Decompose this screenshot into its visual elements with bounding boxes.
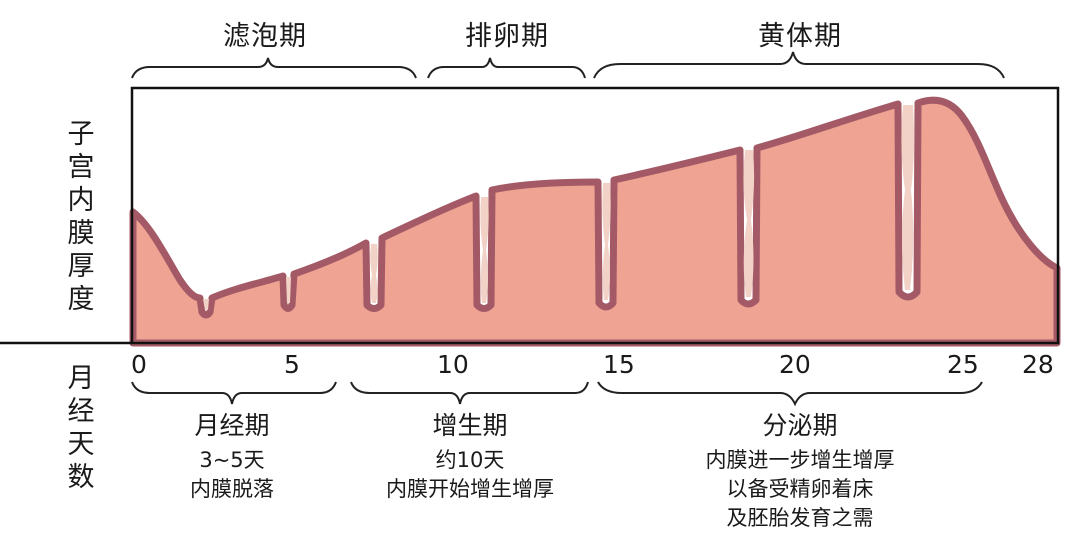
gland-7 — [901, 105, 915, 290]
endometrium-tissue — [129, 96, 1061, 347]
stage-desc-line: 以备受精卵着床 — [726, 477, 874, 501]
tick-10: 10 — [437, 350, 469, 379]
gland-lumens — [203, 105, 915, 310]
brace-secretory — [597, 381, 983, 407]
stage-title: 月经期 — [194, 411, 270, 440]
tick-0: 0 — [131, 350, 147, 379]
tick-28: 28 — [1022, 350, 1054, 379]
y-axis-label: 子宫内膜厚度 — [67, 119, 95, 315]
tick-5: 5 — [284, 350, 300, 379]
brace-proliferative — [350, 381, 589, 405]
gland-3 — [370, 244, 378, 303]
gland-5 — [602, 183, 611, 300]
stage-secretory: 分泌期 内膜进一步增生增厚 以备受精卵着床 及胚胎发育之需 — [680, 406, 920, 533]
gland-2 — [286, 277, 291, 303]
stage-desc-line: 3~5天 — [199, 448, 265, 472]
tick-25: 25 — [947, 350, 979, 379]
brace-ovulation — [427, 57, 586, 79]
phase-label-ovulation: 排卵期 — [465, 21, 549, 52]
tick-15: 15 — [603, 350, 635, 379]
x-axis-label: 月经天数 — [67, 363, 95, 493]
top-braces — [131, 51, 1005, 79]
brace-follicular — [131, 57, 417, 79]
stage-desc-line: 内膜进一步增生增厚 — [705, 448, 895, 472]
chart-frame — [130, 86, 1060, 345]
gland-6 — [743, 150, 755, 297]
stage-desc-line: 约10天 — [435, 448, 505, 472]
gland-4 — [480, 197, 489, 303]
stage-desc-line: 内膜脱落 — [190, 477, 274, 501]
brace-menstrual — [131, 381, 337, 405]
stage-title: 分泌期 — [762, 411, 838, 440]
stage-desc-line: 及胚胎发育之需 — [726, 506, 874, 530]
phase-label-follicular: 滤泡期 — [223, 21, 307, 52]
gland-1 — [203, 299, 209, 310]
stage-proliferative: 增生期 约10天 内膜开始增生增厚 — [360, 406, 580, 504]
bottom-braces — [131, 381, 983, 407]
stage-desc-line: 内膜开始增生增厚 — [386, 477, 554, 501]
phase-label-luteal: 黄体期 — [758, 21, 842, 52]
stage-title: 增生期 — [432, 411, 508, 440]
stage-menstrual: 月经期 3~5天 内膜脱落 — [152, 406, 312, 504]
brace-luteal — [593, 51, 1005, 79]
tick-20: 20 — [779, 350, 811, 379]
